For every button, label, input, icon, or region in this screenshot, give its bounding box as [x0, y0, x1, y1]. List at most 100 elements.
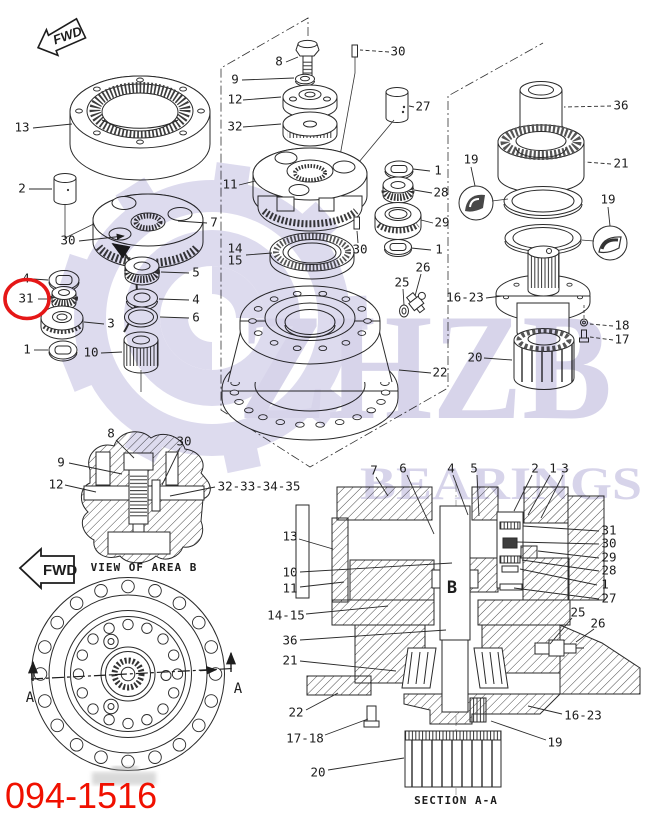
rim-hole [136, 77, 144, 83]
part-callout-9: 9 [231, 72, 239, 87]
bolt-hole [513, 282, 520, 287]
marker-a-left: A [26, 690, 35, 706]
part-32-plate [282, 111, 338, 147]
part-callout-1: 1 [435, 242, 443, 257]
part-callout-27: 27 [601, 591, 616, 606]
part-callout-17: 17 [614, 332, 629, 347]
part-callout-28: 28 [433, 185, 448, 200]
bolt-hole [50, 615, 64, 630]
part-callout-5: 5 [470, 461, 478, 476]
part-callout-25: 25 [570, 605, 585, 620]
part-callout-8: 8 [275, 54, 283, 69]
bolt-hole [122, 717, 134, 730]
callout-leader-6 [406, 474, 435, 535]
part-callout-30: 30 [176, 434, 191, 449]
callout-leader-32 [242, 123, 282, 128]
callout-leader-13 [298, 538, 334, 550]
part-number: 094-1516 [5, 775, 157, 816]
part-13-ring-gear [69, 75, 211, 181]
part-callout-11: 11 [222, 177, 237, 192]
fwd-arrow-bottom: FWD [18, 546, 77, 591]
callout-leader-20 [483, 357, 513, 361]
part-callout-6: 6 [399, 461, 407, 476]
callout-leader-16-23 [485, 295, 503, 299]
part-callout-32-33-34-35: 32-33-34-35 [218, 479, 301, 494]
bolt-hole [76, 649, 88, 661]
bolt-hole [121, 579, 135, 594]
bolt-hole [94, 750, 108, 764]
part-30-pin-mid [353, 216, 360, 230]
callout-leader-28 [521, 559, 600, 572]
callout-leader-13 [32, 123, 73, 129]
bolt-hole [121, 754, 135, 769]
bolt-hole [103, 714, 115, 726]
callout-leader-19 [607, 206, 611, 227]
callout-leader-28 [413, 189, 433, 194]
callout-leader-12 [64, 484, 97, 493]
callout-leader-36 [563, 105, 612, 108]
callout-leader-22 [305, 692, 339, 711]
part-callout-36: 36 [282, 633, 297, 648]
bolt-hole [69, 738, 84, 752]
part-callout-25: 25 [394, 275, 409, 290]
bolt-hole [38, 640, 52, 654]
callout-leader-1 [412, 168, 431, 172]
callout-leader-25 [549, 617, 573, 645]
part-callout-19: 19 [463, 152, 478, 167]
callout-leader-8 [115, 439, 135, 459]
rim-hole [136, 139, 144, 145]
part-callout-17-18: 17-18 [286, 731, 324, 746]
bolt-hole [148, 584, 162, 598]
callout-leader-21 [584, 161, 612, 165]
marker-b: B [447, 578, 457, 598]
callout-leader-4 [452, 474, 469, 516]
bolt-hole [244, 407, 254, 414]
bolt-hole [502, 295, 510, 300]
part-callout-3: 3 [561, 461, 569, 476]
callout-leader-14-15 [305, 605, 389, 615]
bolt-hole [94, 584, 108, 598]
part-12-plate [282, 84, 338, 119]
bolt-hole [157, 703, 169, 715]
bolt-hole [38, 694, 52, 708]
bolt-hole [87, 703, 99, 715]
part-callout-3: 3 [107, 316, 115, 331]
part-callout-36: 36 [613, 98, 628, 113]
bolt-hole [357, 330, 367, 336]
part-callout-30: 30 [60, 233, 75, 248]
bolt-hole [334, 419, 345, 426]
part-callout-32: 32 [227, 119, 242, 134]
fwd-label-bottom: FWD [43, 562, 77, 579]
callout-leader-1 [519, 568, 598, 586]
callout-leader-26 [414, 273, 422, 297]
bolt-hole [141, 714, 153, 726]
bolt-hole [366, 407, 376, 414]
callout-leader-32-33-34-35 [169, 486, 216, 497]
part-callout-28: 28 [601, 563, 616, 578]
bolt-hole [576, 295, 584, 300]
part-callout-31: 31 [601, 523, 616, 538]
part-callout-13: 13 [14, 120, 29, 135]
callout-leader-8 [285, 56, 299, 63]
callout-leader-11 [238, 180, 256, 186]
part-18-washer [580, 305, 588, 327]
bolt-hole [141, 622, 153, 634]
rim-hole [179, 130, 187, 136]
bolt-hole [192, 718, 206, 733]
callout-leader-21 [299, 660, 397, 672]
part-callout-13: 13 [282, 529, 297, 544]
part-callout-18: 18 [614, 318, 629, 333]
part-17-bolt [579, 329, 589, 343]
part-20-pinion [513, 328, 575, 390]
part-1-ring [48, 340, 78, 362]
callout-leader-30 [516, 541, 600, 545]
part-callout-1: 1 [434, 163, 442, 178]
seal-detail-circle-right [580, 225, 628, 261]
part-29-gear [374, 202, 422, 240]
bolt-hole [204, 640, 218, 654]
part-callout-16-23: 16-23 [564, 708, 602, 723]
bolt-hole [103, 622, 115, 634]
part-callout-21: 21 [613, 156, 628, 171]
callout-leader-20 [327, 757, 405, 771]
part-1-ring-mid [384, 160, 414, 180]
